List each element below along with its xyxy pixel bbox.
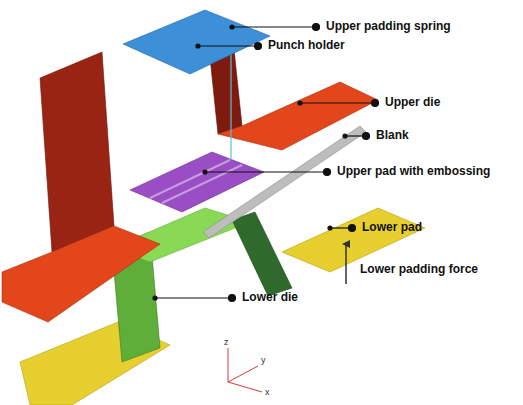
spring-plate xyxy=(123,10,270,74)
axis-label: y xyxy=(261,356,266,366)
part-label: Lower padding force xyxy=(360,263,478,276)
embossing-ridge xyxy=(162,165,242,203)
upper-pad xyxy=(130,152,264,212)
lower-pad xyxy=(282,208,425,272)
upper-die-flange xyxy=(2,226,160,322)
leader-lines xyxy=(153,24,379,302)
part-label: Upper padding spring xyxy=(326,20,451,33)
part-label: Lower pad xyxy=(362,221,422,234)
part-label: Upper pad with embossing xyxy=(337,165,490,178)
part-label: Blank xyxy=(376,129,409,142)
axis-label: z xyxy=(224,338,229,348)
axis-triad xyxy=(228,348,262,392)
part-label: Punch holder xyxy=(268,39,345,52)
part-label: Upper die xyxy=(385,96,440,109)
embossing-ridge xyxy=(150,160,230,198)
upper-die-wall xyxy=(40,52,114,252)
axis-label: x xyxy=(265,388,270,398)
punch-holder-post xyxy=(230,46,231,160)
upper-die-flange xyxy=(218,82,378,150)
lower-die-wall-dark xyxy=(232,212,292,296)
part-label: Lower die xyxy=(242,291,298,304)
force-arrow xyxy=(345,244,347,284)
